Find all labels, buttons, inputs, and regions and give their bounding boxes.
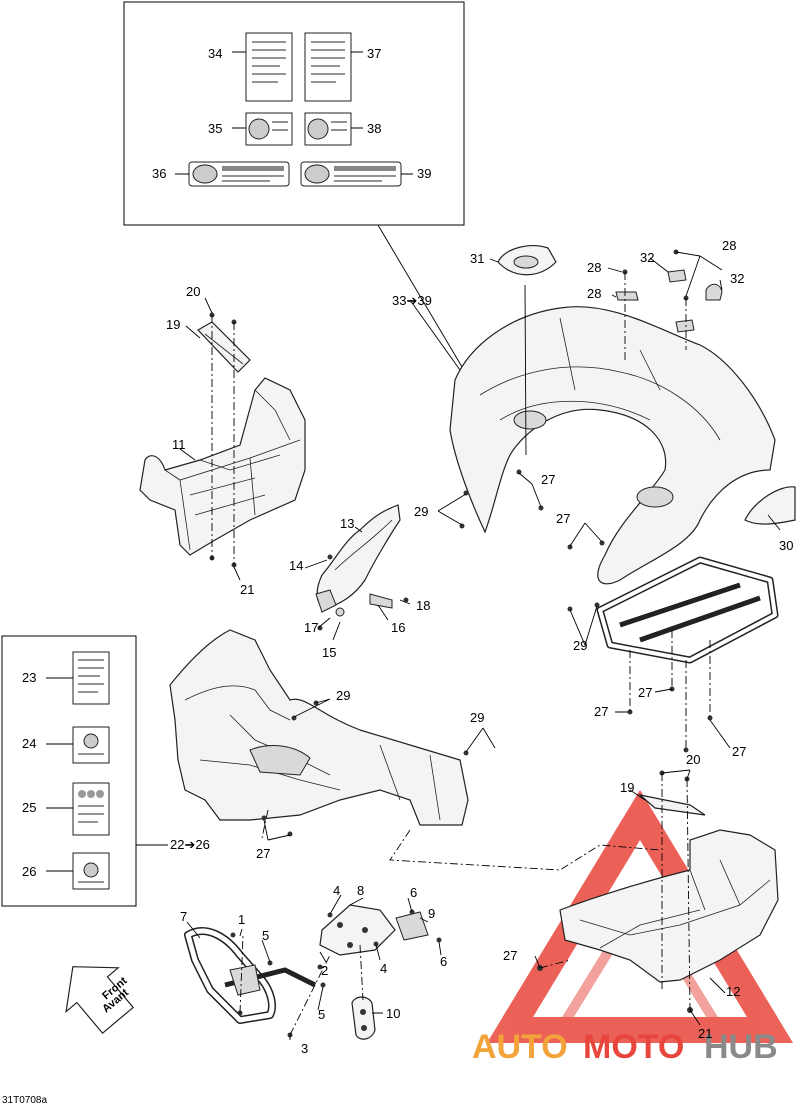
decal-38 [304,112,352,146]
callout-10: 10 [386,1006,400,1021]
callout-28b: 28 [722,238,736,253]
callout-19a: 19 [166,317,180,332]
callout-32a: 32 [640,250,654,265]
callout-28a: 28 [587,260,601,275]
callout-8: 8 [357,883,364,898]
callout-32b: 32 [730,271,744,286]
callout-34: 34 [208,46,222,61]
callout-5a: 5 [262,928,269,943]
callout-20a: 20 [186,284,200,299]
callout-37: 37 [367,46,381,61]
callout-9: 9 [428,906,435,921]
alignment-lines [211,272,711,1036]
decal-23 [72,651,110,705]
callout-27d: 27 [594,704,608,719]
callout-29d: 29 [470,710,484,725]
mount-bracket-10 [351,996,376,1040]
callout-27b: 27 [556,511,570,526]
callout-29b: 29 [573,638,587,653]
front-direction-arrow [65,966,135,1035]
decal-24 [72,726,110,764]
side-pad [744,486,796,525]
callout-23: 23 [22,670,36,685]
callout-27a: 27 [541,472,555,487]
bracket-13 [315,504,401,617]
callout-27e: 27 [732,744,746,759]
diagram-code: 31T0708a [2,1095,47,1106]
callout-1: 1 [238,912,245,927]
decal-35 [245,112,293,146]
callout-11: 11 [172,437,186,452]
callout-labels: 34 37 35 38 36 39 31 28 32 28 32 28 33➔3… [22,46,793,1056]
callout-24: 24 [22,736,36,751]
callout-38: 38 [367,121,381,136]
callout-2: 2 [321,963,328,978]
callout-35: 35 [208,121,222,136]
callout-22-26: 22➔26 [170,837,210,852]
callout-36: 36 [152,166,166,181]
callout-27g: 27 [503,948,517,963]
callout-6b: 6 [440,954,447,969]
front-nose-fascia [169,629,469,826]
callout-18: 18 [416,598,430,613]
footrest-plate-top [197,321,251,373]
callout-27c: 27 [638,685,652,700]
decal-39 [300,161,402,187]
callout-29a: 29 [414,504,428,519]
callout-5b: 5 [318,1007,325,1022]
watermark-hub: HUB [704,1028,778,1066]
callout-33-39: 33➔39 [392,293,432,308]
callout-15: 15 [322,645,336,660]
callout-39: 39 [417,166,431,181]
callout-17: 17 [304,620,318,635]
decal-box-top [123,1,465,226]
callout-27f: 27 [256,846,270,861]
front-bumper [184,927,317,1024]
decal-26 [72,852,110,890]
callout-31: 31 [470,251,484,266]
callout-13: 13 [340,516,354,531]
callout-16: 16 [391,620,405,635]
callout-19b: 19 [620,780,634,795]
decal-box-left [1,635,137,907]
watermark-moto: MOTO [583,1028,684,1066]
left-storage-box [139,377,306,556]
callout-30: 30 [779,538,793,553]
decal-25 [72,782,110,836]
callout-4b: 4 [380,961,387,976]
callout-28c: 28 [587,286,601,301]
callout-3: 3 [301,1041,308,1056]
callout-21a: 21 [240,582,254,597]
callout-26: 26 [22,864,36,879]
callout-7: 7 [180,909,187,924]
front-fender [449,306,776,585]
leader-lines [179,251,781,1040]
callout-6a: 6 [410,885,417,900]
decal-37 [304,32,352,102]
callout-25: 25 [22,800,36,815]
footrest-plate-bottom [637,793,706,816]
watermark-auto: AUTO [472,1028,568,1066]
callout-21b: 21 [698,1026,712,1041]
decal-36 [188,161,290,187]
callout-29c: 29 [336,688,350,703]
front-rack [596,556,779,664]
callout-12: 12 [726,984,740,999]
callout-4a: 4 [333,883,340,898]
decal-34 [245,32,293,102]
callout-14: 14 [289,558,303,573]
right-footwell [559,829,779,983]
callout-20b: 20 [686,752,700,767]
